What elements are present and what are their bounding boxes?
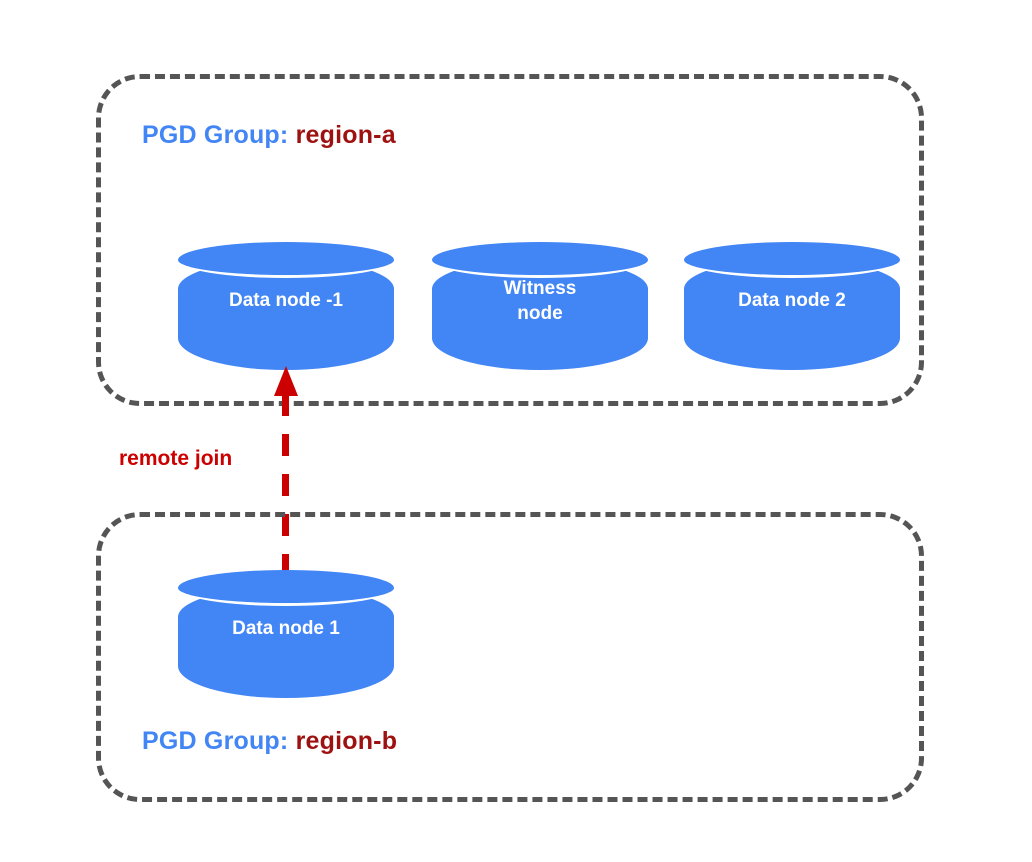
group-label-name: region-a <box>295 121 396 149</box>
node-witness[interactable]: Witness node <box>432 242 648 370</box>
node-data-node-b1[interactable]: Data node 1 <box>178 570 394 698</box>
node-label: Witness node <box>503 278 577 324</box>
node-label: Data node -1 <box>228 290 344 311</box>
cylinder-top-icon <box>178 570 394 606</box>
group-label-name: region-b <box>295 727 398 755</box>
node-label: Data node 1 <box>232 618 340 639</box>
group-title-region-a: PGD Group: region-a <box>142 121 396 150</box>
group-container-region-a <box>96 74 924 406</box>
group-container-region-b <box>96 512 924 802</box>
remote-join-arrowhead-icon <box>274 366 298 396</box>
cylinder-top-icon <box>684 242 900 278</box>
group-title-region-b: PGD Group: region-b <box>142 727 397 756</box>
node-label: Data node 2 <box>738 290 846 311</box>
remote-join-dashed-line <box>282 394 289 578</box>
group-label-prefix: PGD Group: <box>142 121 296 149</box>
node-data-node-a2[interactable]: Data node 2 <box>684 242 900 370</box>
group-label-prefix: PGD Group: <box>142 727 296 755</box>
cylinder-top-icon <box>432 242 648 278</box>
remote-join-label: remote join <box>119 447 233 470</box>
node-data-node-a1[interactable]: Data node -1 <box>178 242 394 370</box>
cylinder-top-icon <box>178 242 394 278</box>
